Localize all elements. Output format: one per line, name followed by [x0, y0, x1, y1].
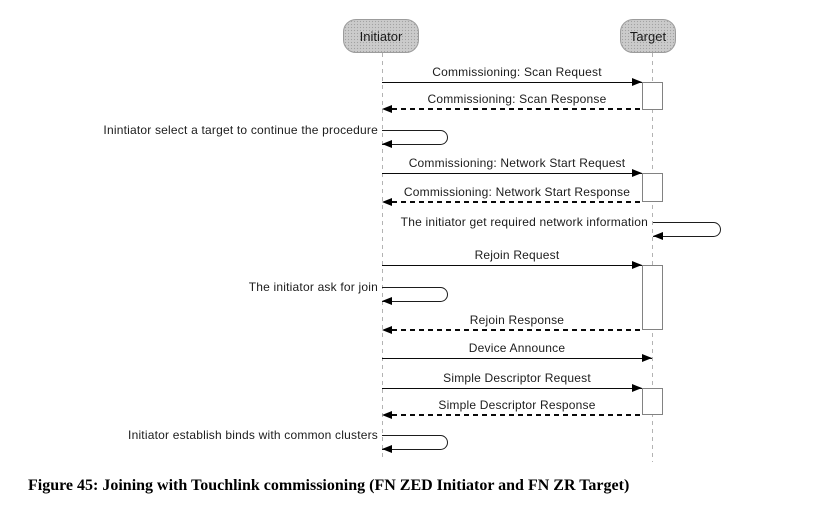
message-rejoin-response-line: [392, 329, 642, 331]
arrowhead-right-icon: [632, 384, 642, 392]
activation-network-start: [642, 173, 663, 202]
activation-rejoin: [642, 265, 663, 330]
message-simple-descriptor-response-line: [392, 414, 642, 416]
message-rejoin-request-line: [382, 265, 642, 266]
arrowhead-left-icon: [382, 445, 392, 453]
arrowhead-left-icon: [382, 140, 392, 148]
note-network-information-label: The initiator get required network infor…: [400, 215, 648, 229]
message-device-announce-line: [382, 358, 652, 359]
arrowhead-left-icon: [382, 297, 392, 305]
message-network-start-response-label: Commissioning: Network Start Response: [403, 185, 631, 199]
arrowhead-right-icon: [632, 78, 642, 86]
note-establish-binds-label: Initiator establish binds with common cl…: [128, 428, 378, 442]
arrowhead-right-icon: [632, 169, 642, 177]
message-network-start-response-line: [392, 201, 642, 203]
arrowhead-left-icon: [382, 198, 392, 206]
arrowhead-right-icon: [642, 354, 652, 362]
message-scan-response-line: [392, 108, 642, 110]
arrowhead-left-icon: [653, 232, 663, 240]
message-rejoin-request-label: Rejoin Request: [474, 248, 560, 262]
figure-caption: Figure 45: Joining with Touchlink commis…: [28, 477, 630, 494]
message-scan-request-label: Commissioning: Scan Request: [432, 65, 602, 79]
note-select-target-label: Inintiator select a target to continue t…: [103, 123, 378, 137]
arrowhead-right-icon: [632, 261, 642, 269]
actor-head-target: Target: [620, 19, 676, 53]
message-scan-response-label: Commissioning: Scan Response: [427, 92, 607, 106]
self-message-ask-for-join-loop: [382, 287, 448, 302]
actor-head-initiator: Initiator: [343, 19, 419, 53]
note-ask-for-join-label: The initiator ask for join: [248, 280, 378, 294]
message-simple-descriptor-response-label: Simple Descriptor Response: [438, 398, 596, 412]
self-message-network-information-loop: [653, 222, 721, 237]
self-message-select-target-loop: [382, 130, 448, 145]
message-network-start-request-line: [382, 173, 642, 174]
activation-scan: [642, 82, 663, 110]
actor-target-label: Target: [629, 28, 667, 44]
message-device-announce-label: Device Announce: [468, 341, 566, 355]
arrowhead-left-icon: [382, 411, 392, 419]
arrowhead-left-icon: [382, 326, 392, 334]
activation-simple-descriptor: [642, 388, 663, 415]
message-network-start-request-label: Commissioning: Network Start Request: [408, 156, 626, 170]
lifeline-target: [652, 53, 653, 462]
lifeline-initiator: [382, 53, 383, 457]
actor-initiator-label: Initiator: [359, 28, 403, 44]
arrowhead-left-icon: [382, 105, 392, 113]
message-simple-descriptor-request-line: [382, 388, 642, 389]
message-scan-request-line: [382, 82, 642, 83]
message-rejoin-response-label: Rejoin Response: [469, 313, 565, 327]
message-simple-descriptor-request-label: Simple Descriptor Request: [443, 371, 591, 385]
self-message-establish-binds-loop: [382, 435, 448, 450]
